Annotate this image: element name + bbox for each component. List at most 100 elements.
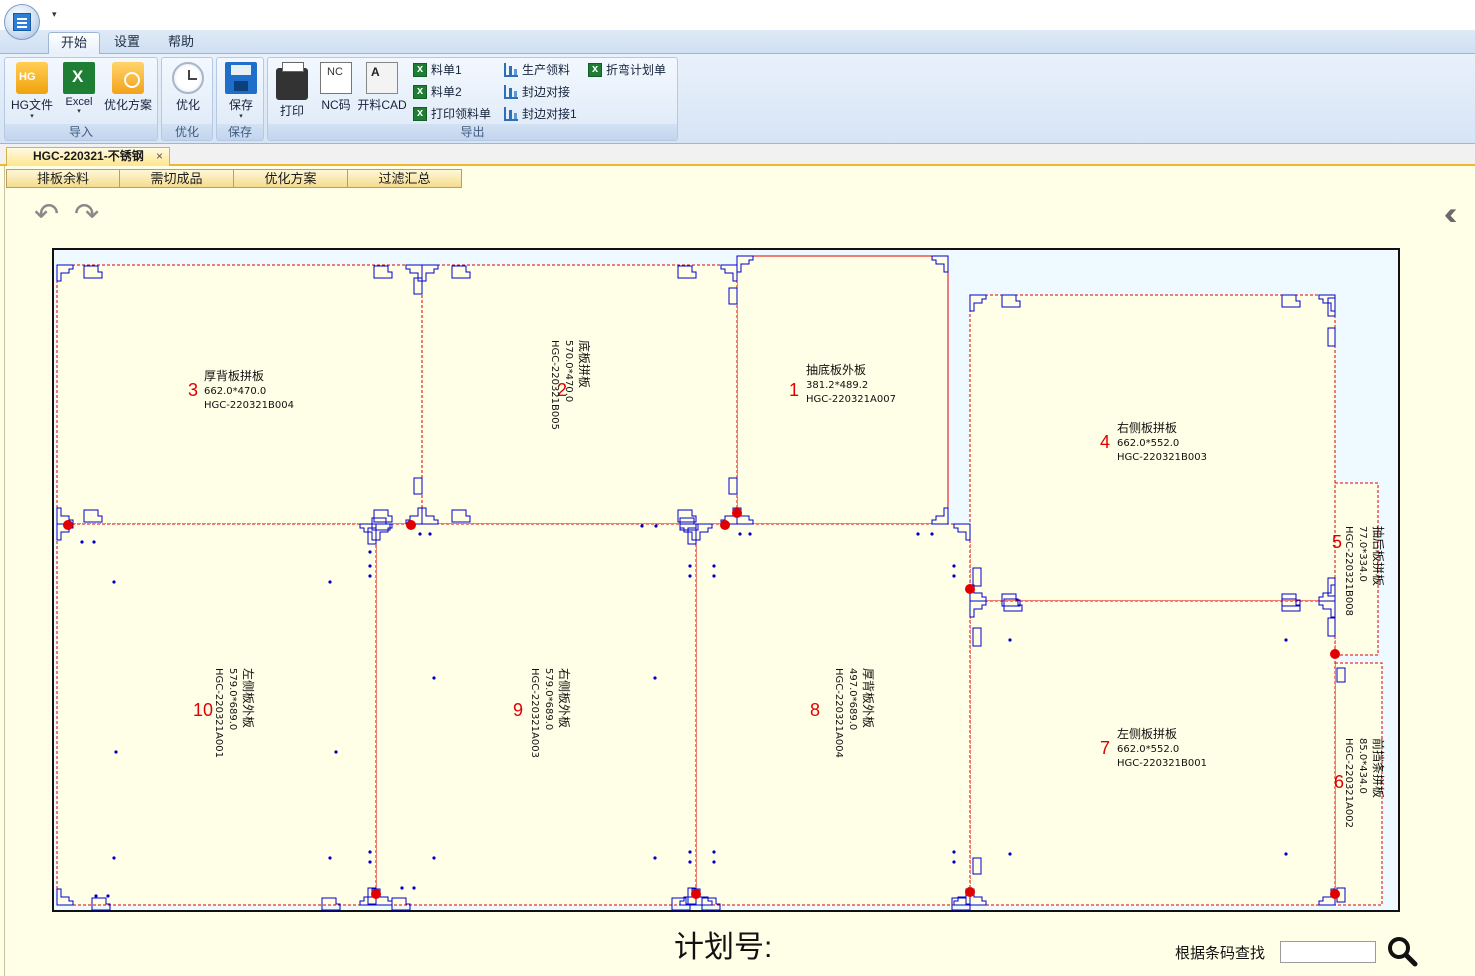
collapse-panel-icon[interactable]: ‹‹ (1444, 195, 1458, 231)
cut-start-marker (732, 508, 742, 518)
part-name: 右侧板拼板 (1117, 420, 1177, 435)
chevron-down-icon: ▾ (30, 113, 34, 120)
drill-hole (1284, 852, 1288, 856)
optimize-button[interactable]: 优化 (166, 60, 210, 124)
cut-start-marker (1330, 649, 1340, 659)
drill-hole (112, 580, 116, 584)
production-picking-button[interactable]: 生产领料 (502, 60, 570, 80)
drill-hole (334, 750, 338, 754)
part-3[interactable] (56, 264, 423, 525)
part-outline (375, 523, 697, 906)
drill-hole (952, 850, 956, 854)
tab-parts-to-cut[interactable]: 需切成品 (120, 169, 234, 188)
part-index-label: 1 (789, 380, 799, 400)
part-name: 左侧板拼板 (1117, 726, 1177, 741)
document-tab[interactable]: HGC-220321-不锈钢 × (6, 147, 170, 166)
part-1[interactable] (736, 255, 949, 525)
close-icon[interactable]: × (155, 149, 163, 163)
part-code: HGC-220321A002 (1343, 738, 1354, 828)
report-icon (504, 107, 518, 121)
chevron-down-icon: ▾ (239, 113, 243, 120)
edge-banding-match-button[interactable]: 封边对接 (502, 82, 570, 102)
undo-icon[interactable]: ↶ (34, 198, 60, 231)
part-name: 抽底板外板 (806, 362, 866, 377)
part-index-label: 2 (557, 380, 567, 400)
save-button[interactable]: 保存 ▾ (219, 60, 263, 124)
part-outline (695, 523, 971, 906)
part-code: HGC-220321A004 (833, 668, 844, 758)
quick-access-dropdown-icon[interactable]: ▾ (52, 9, 57, 19)
bending-plan-button[interactable]: 折弯计划单 (586, 59, 666, 80)
nesting-sheet-canvas[interactable]: 1抽底板外板381.2*489.2HGC-220321A0072底板拼板570.… (52, 248, 1400, 912)
excel-icon (63, 62, 95, 94)
edge-banding-match-1-button[interactable]: 封边对接1 (502, 104, 577, 124)
tab-settings[interactable]: 设置 (114, 34, 141, 49)
cut-start-marker (406, 520, 416, 530)
tab-sheet-remnants[interactable]: 排板余料 (6, 169, 120, 188)
part-code: HGC-220321B008 (1343, 526, 1354, 616)
optimize-group: 优化 优化 (161, 57, 213, 141)
tab-help[interactable]: 帮助 (168, 34, 195, 49)
part-code: HGC-220321A007 (806, 394, 896, 405)
part-10[interactable] (56, 523, 377, 906)
excel-import-button[interactable]: Excel ▾ (57, 60, 101, 124)
material-list-2-button[interactable]: 料单2 (411, 81, 462, 102)
part-2[interactable] (421, 264, 738, 525)
excel-small-icon (588, 59, 602, 79)
part-size: 497.0*689.0 (847, 668, 858, 730)
part-4[interactable] (969, 294, 1336, 602)
drill-hole (112, 856, 116, 860)
print-picking-list-button[interactable]: 打印领料单 (411, 103, 491, 124)
part-9[interactable] (375, 523, 697, 906)
export-group-label: 导出 (268, 124, 677, 140)
drill-hole (688, 850, 692, 854)
excel-small-icon (413, 81, 427, 101)
magnifier-icon[interactable] (1386, 935, 1418, 967)
application-menu-button[interactable] (4, 4, 40, 40)
material-list-1-button[interactable]: 料单1 (411, 59, 462, 80)
drill-hole (640, 524, 644, 528)
tab-filter-summary[interactable]: 过滤汇总 (348, 169, 462, 188)
barcode-search-input[interactable] (1280, 941, 1376, 963)
part-size: 579.0*689.0 (227, 668, 238, 730)
optimize-plan-import-button[interactable]: 优化方案 (99, 60, 157, 124)
cutting-cad-button[interactable]: 开料CAD (356, 60, 408, 124)
title-bar (0, 0, 1475, 30)
part-size: 579.0*689.0 (543, 668, 554, 730)
part-8[interactable] (695, 523, 971, 906)
part-5[interactable] (1334, 482, 1379, 656)
tab-optimization-plan[interactable]: 优化方案 (234, 169, 348, 188)
chevron-down-icon: ▾ (77, 108, 81, 115)
print-button[interactable]: 打印 (272, 60, 312, 124)
redo-icon[interactable]: ↷ (74, 198, 100, 231)
drill-hole (432, 856, 436, 860)
save-icon (225, 62, 257, 94)
drill-hole (1008, 638, 1012, 642)
part-name: 右侧板外板 (557, 668, 572, 728)
drill-hole (952, 860, 956, 864)
tab-start[interactable]: 开始 (48, 32, 101, 54)
part-7[interactable] (969, 600, 1336, 906)
drill-hole (400, 886, 404, 890)
part-index-label: 5 (1332, 532, 1342, 552)
cut-start-marker (720, 520, 730, 530)
hg-file-icon (16, 62, 48, 94)
drill-hole (688, 860, 692, 864)
part-6[interactable] (1334, 662, 1383, 906)
part-name: 抽后板拼板 (1371, 526, 1385, 586)
report-icon (504, 85, 518, 99)
part-size: 662.0*552.0 (1117, 438, 1179, 449)
hg-file-button[interactable]: HG文件 ▾ (7, 60, 57, 124)
nc-code-button[interactable]: NC码 (316, 60, 356, 124)
cut-start-marker (1330, 889, 1340, 899)
app-logo-icon (13, 13, 31, 31)
part-outline (969, 600, 1336, 906)
part-code: HGC-220321B005 (549, 340, 560, 430)
drill-hole (1284, 638, 1288, 642)
